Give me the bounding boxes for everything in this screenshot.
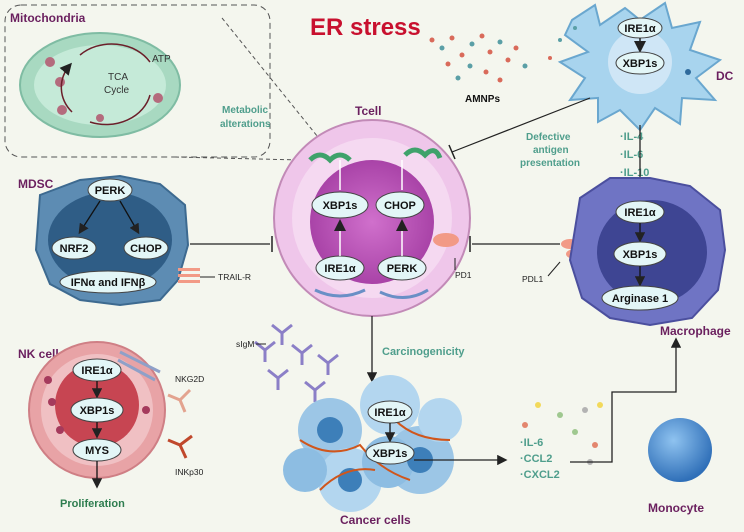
tca-label-2: Cycle	[104, 85, 129, 96]
dc-cytokine-3: ·IL-10	[620, 167, 649, 179]
dc-label: DC	[716, 69, 734, 83]
mac-arginase-pill: Arginase 1	[601, 285, 679, 311]
pd1-label: PD1	[455, 270, 472, 280]
carcinogenicity-label: Carcinogenicity	[382, 346, 465, 358]
dc-ire1a-pill: IRE1α	[617, 17, 663, 39]
trail-r-receptor-icon	[178, 268, 200, 283]
tcell-label: Tcell	[355, 104, 381, 118]
cancer-cytokine-1: ·IL-6	[520, 437, 543, 449]
svg-text:IRE1α: IRE1α	[624, 207, 655, 219]
mdsc-nrf2-pill: NRF2	[51, 236, 97, 260]
cancer-cells-label: Cancer cells	[340, 513, 411, 527]
monocyte-label: Monocyte	[648, 501, 704, 515]
svg-text:PERK: PERK	[387, 263, 418, 275]
dc-cytokine-1: ·IL-4	[620, 131, 644, 143]
tca-cycle-arrows	[61, 43, 151, 126]
dc-to-tcell-inhibition	[451, 97, 591, 153]
svg-text:XBP1s: XBP1s	[623, 249, 658, 261]
mdsc-chop-pill: CHOP	[123, 236, 169, 260]
nk-cell-label: NK cell	[18, 347, 59, 361]
defective-label-3: presentation	[520, 158, 580, 169]
mac-ire1a-pill: IRE1α	[615, 200, 665, 224]
pdl1-label: PDL1	[522, 274, 544, 284]
cc-xbp1s-pill: XBP1s	[365, 441, 415, 465]
svg-text:IRE1α: IRE1α	[324, 263, 355, 275]
dc-cytokine-2: ·IL-6	[620, 149, 643, 161]
cancer-cytokine-3: ·CXCL2	[520, 469, 560, 481]
svg-text:XBP1s: XBP1s	[323, 200, 358, 212]
mitochondria-panel: Mitochondria TCA Cycle ATP Metabolic alt…	[4, 4, 271, 158]
svg-text:IRE1α: IRE1α	[81, 365, 112, 377]
svg-text:XBP1s: XBP1s	[80, 405, 115, 417]
svg-text:Arginase 1: Arginase 1	[612, 293, 668, 305]
tcell-xbp1s-pill: XBP1s	[311, 191, 369, 219]
page-title: ER stress	[310, 14, 421, 41]
sigm-label: sIgM	[236, 339, 254, 349]
monocyte-cell	[648, 418, 712, 482]
atp-label: ATP	[152, 54, 171, 65]
svg-text:PERK: PERK	[95, 185, 126, 197]
svg-text:CHOP: CHOP	[384, 200, 416, 212]
metabolic-label-2: alterations	[220, 119, 271, 130]
svg-text:IRE1α: IRE1α	[624, 23, 655, 35]
cc-ire1a-pill: IRE1α	[367, 400, 413, 424]
mdsc-ifn-pill: IFNα and IFNβ	[59, 270, 157, 294]
cytokine-particles	[522, 402, 603, 465]
svg-text:IRE1α: IRE1α	[374, 407, 405, 419]
svg-text:CHOP: CHOP	[130, 243, 162, 255]
mdsc-cell	[34, 174, 190, 307]
inkp30-receptor-icon	[167, 434, 193, 459]
tcell	[273, 119, 471, 317]
defective-label-2: antigen	[533, 145, 569, 156]
defective-label-1: Defective	[526, 132, 571, 143]
cytokines-to-macrophage-arrow	[570, 337, 682, 463]
mdsc-perk-pill: PERK	[87, 178, 133, 202]
cancer-cells-cluster	[283, 375, 462, 512]
sigm-antibody-icons	[254, 323, 339, 402]
svg-text:IFNα and IFNβ: IFNα and IFNβ	[71, 277, 146, 289]
nk-xbp1s-pill: XBP1s	[70, 397, 124, 423]
mdsc-label: MDSC	[18, 177, 54, 191]
tcell-perk-pill: PERK	[377, 255, 427, 281]
nkg2d-label: NKG2D	[175, 374, 204, 384]
macrophage-label: Macrophage	[660, 324, 731, 338]
dc-xbp1s-pill: XBP1s	[615, 51, 665, 75]
nkg2d-receptor-icon	[167, 388, 192, 413]
nk-mys-pill: MYS	[72, 438, 122, 462]
mitochondria-label: Mitochondria	[10, 11, 86, 25]
svg-text:NRF2: NRF2	[60, 243, 89, 255]
tcell-ire1a-pill: IRE1α	[315, 255, 365, 281]
inkp30-label: INKp30	[175, 467, 204, 477]
amnps-label: AMNPs	[465, 94, 500, 105]
trail-r-label: TRAIL-R	[218, 272, 251, 282]
svg-text:MYS: MYS	[85, 445, 109, 457]
cancer-cytokine-2: ·CCL2	[520, 453, 552, 465]
svg-text:XBP1s: XBP1s	[373, 448, 408, 460]
tca-label-1: TCA	[108, 72, 128, 83]
svg-text:XBP1s: XBP1s	[623, 58, 658, 70]
metabolic-label-1: Metabolic	[222, 105, 269, 116]
tcell-chop-pill: CHOP	[375, 191, 425, 219]
proliferation-label: Proliferation	[60, 498, 125, 510]
mac-xbp1s-pill: XBP1s	[613, 241, 667, 267]
amnps-particles	[429, 33, 528, 83]
pd1-receptor-icon	[433, 233, 459, 247]
nk-ire1a-pill: IRE1α	[72, 358, 122, 382]
